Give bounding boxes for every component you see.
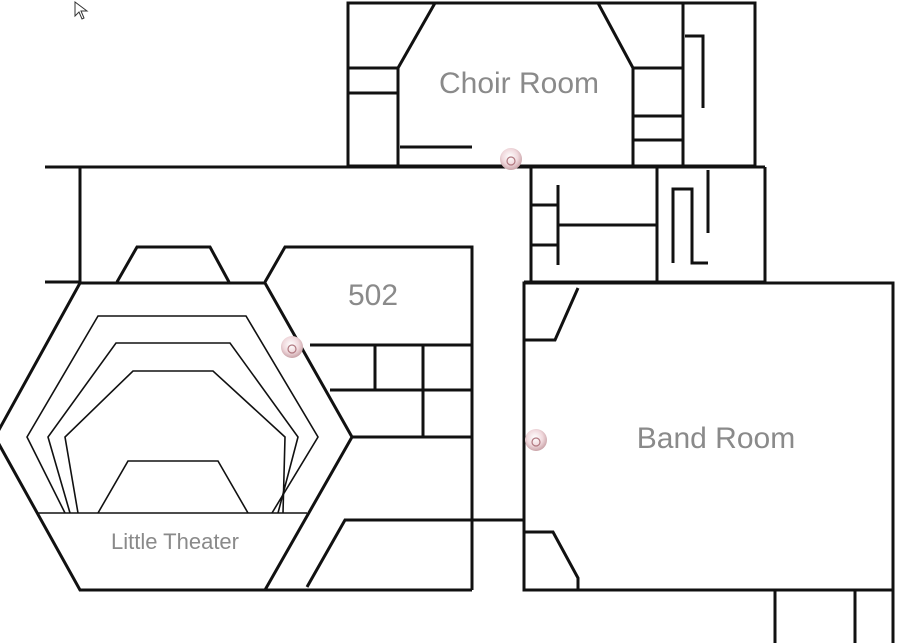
room-502-door-marker[interactable] (281, 336, 303, 358)
room-502-label: 502 (348, 279, 398, 312)
little-theater-walls (0, 245, 354, 592)
little-theater-label: Little Theater (111, 529, 239, 554)
choir-room-door-marker[interactable] (500, 148, 522, 170)
location-pin-icon (287, 344, 297, 354)
band-room-walls (522, 281, 895, 643)
corridor-walls (45, 165, 767, 284)
room-502-walls (263, 245, 524, 592)
band-room-door-marker[interactable] (525, 429, 547, 451)
location-pin-icon (531, 437, 541, 447)
mouse-cursor-icon (74, 1, 89, 20)
choir-room-label: Choir Room (439, 67, 599, 100)
band-room-label: Band Room (637, 422, 795, 455)
location-pin-icon (506, 156, 516, 166)
